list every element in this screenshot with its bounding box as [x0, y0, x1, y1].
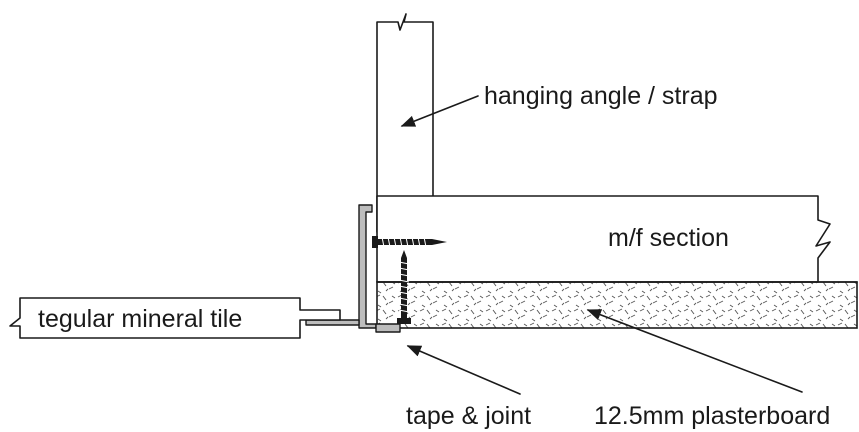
label-hanging-angle: hanging angle / strap: [484, 82, 718, 110]
label-mf-section: m/f section: [608, 224, 729, 252]
perimeter-angle: [305, 204, 401, 333]
label-plasterboard: 12.5mm plasterboard: [594, 402, 830, 430]
mf-section: [376, 195, 831, 283]
label-tegular-tile: tegular mineral tile: [38, 305, 242, 333]
arrow-icon: [400, 95, 803, 395]
screw-icon: [397, 250, 411, 324]
label-tape-joint: tape & joint: [406, 402, 531, 430]
tegular-tile: [9, 297, 341, 339]
screw-icon: [372, 236, 447, 248]
